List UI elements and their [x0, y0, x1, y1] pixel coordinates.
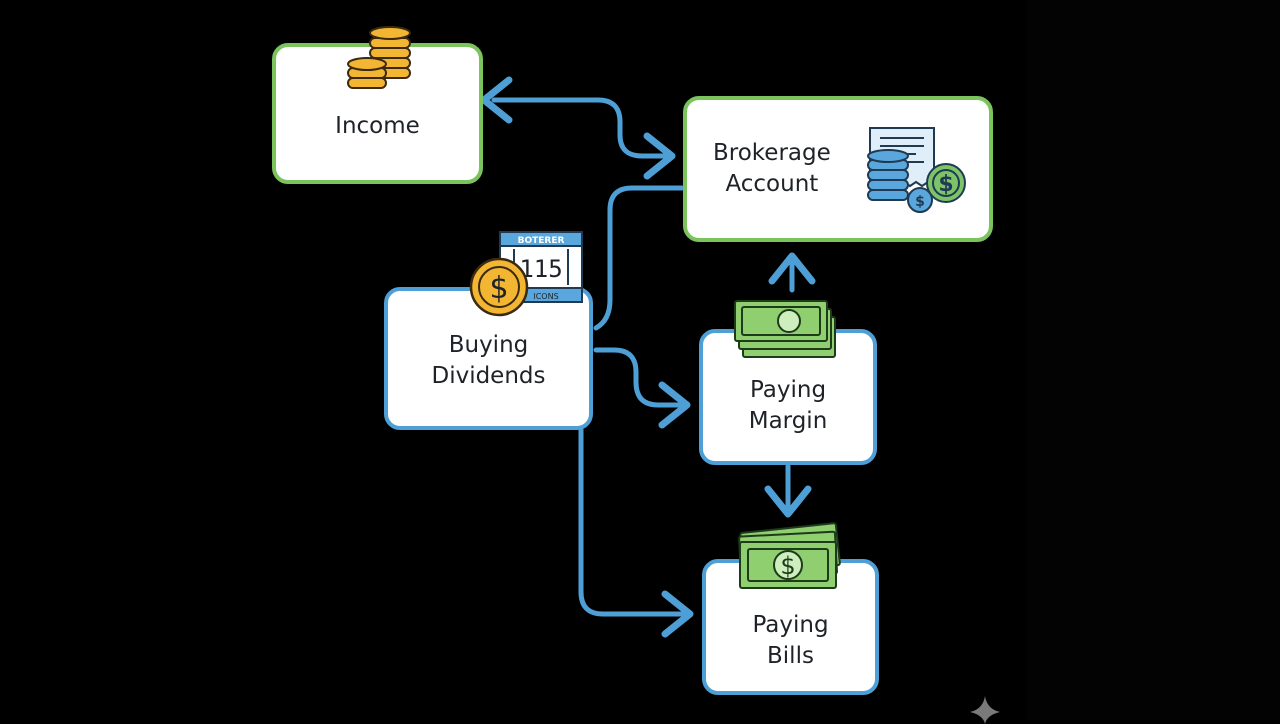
coin-stack-icon — [347, 26, 411, 89]
dollar-bill-stack-icon: $ — [738, 522, 841, 589]
svg-text:$: $ — [780, 552, 795, 580]
left-letterbox — [0, 0, 254, 720]
arrow-dividends-bills — [578, 427, 694, 638]
brokerage-account-label: Brokerage Account — [713, 140, 831, 197]
svg-text:$: $ — [915, 194, 925, 210]
svg-text:$: $ — [489, 271, 508, 306]
line-dividends-brokerage — [593, 185, 685, 331]
receipt-with-coins-icon: $ $ — [867, 127, 966, 213]
sparkle-icon — [970, 696, 1000, 724]
right-letterbox — [1026, 0, 1280, 720]
buying-dividends-box: Buying Dividends — [384, 287, 593, 430]
arrow-income-brokerage — [480, 76, 676, 180]
svg-text:$: $ — [938, 172, 953, 197]
buying-dividends-label: Buying Dividends — [431, 331, 546, 389]
calendar-top-text: BOTERER — [518, 236, 565, 246]
income-label: Income — [335, 113, 420, 139]
paying-margin-label: Paying Margin — [748, 377, 828, 434]
calendar-with-dollar-coin-icon: BOTERER 115 ICONS $ — [469, 231, 583, 317]
arrow-dividends-margin — [593, 347, 691, 429]
banknote-stack-icon — [734, 300, 836, 358]
paying-bills-label: Paying Bills — [752, 612, 829, 669]
calendar-bottom-text: ICONS — [533, 292, 558, 301]
